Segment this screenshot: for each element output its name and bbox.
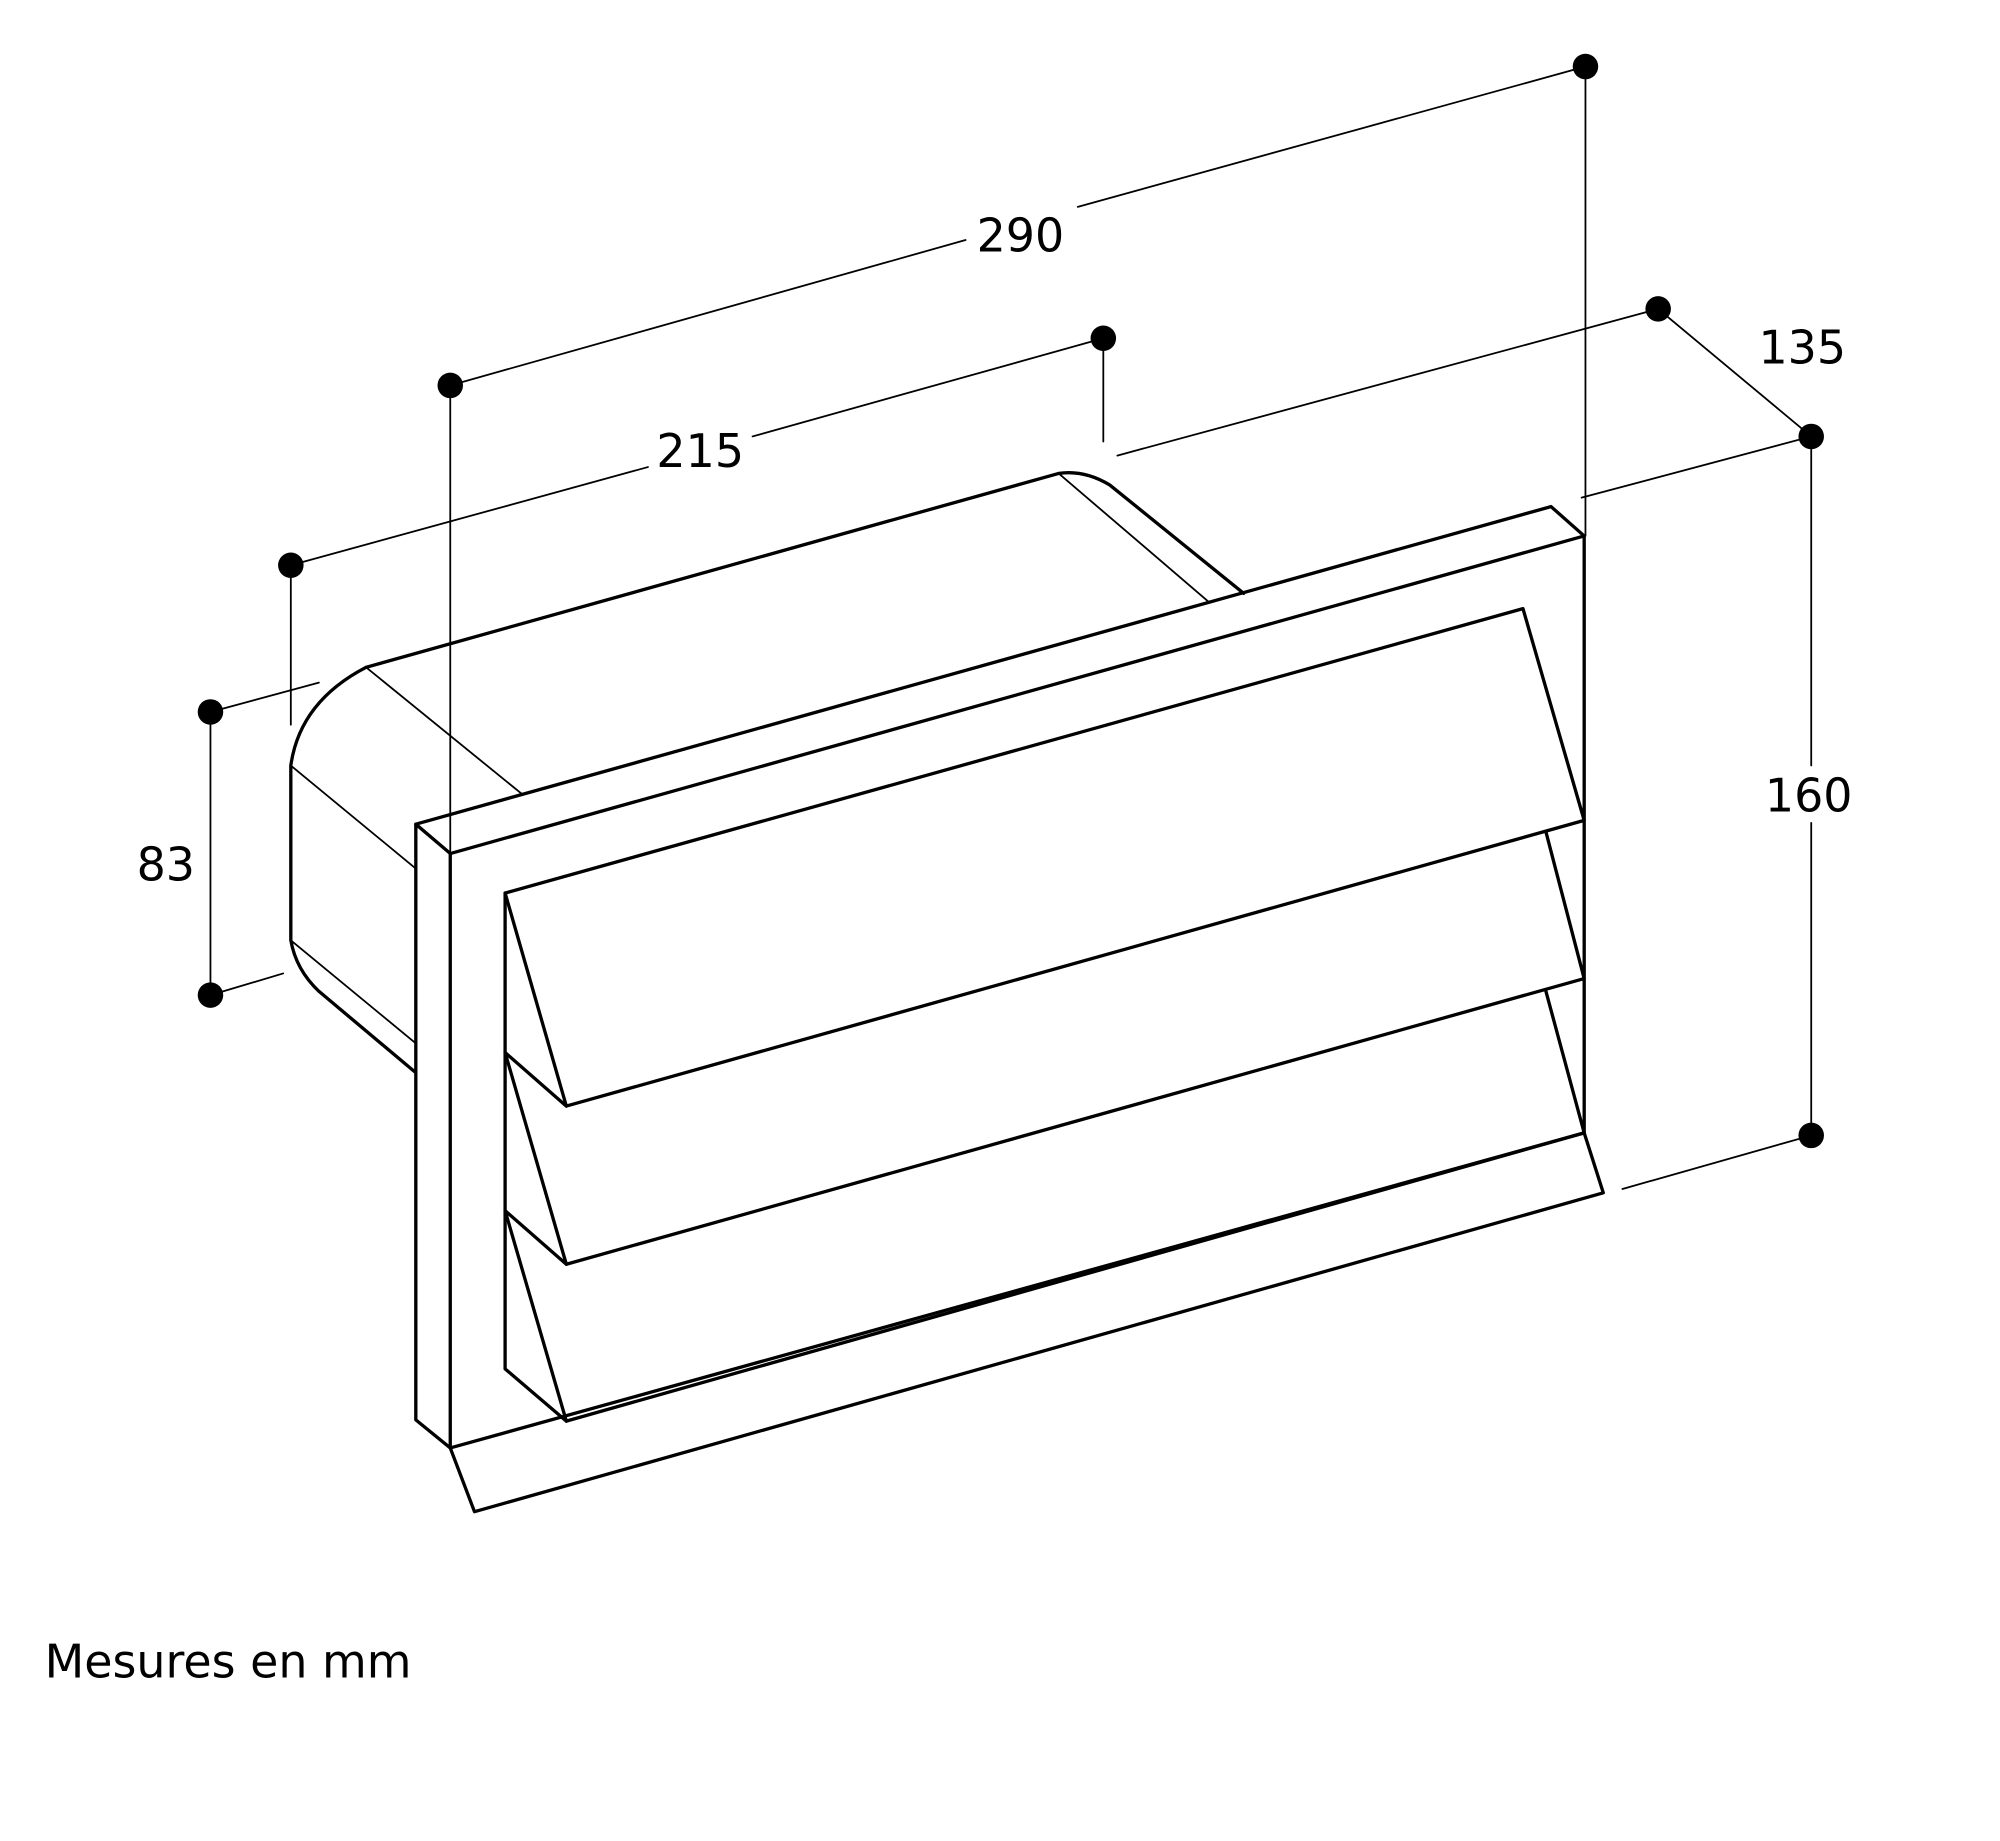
duct-body	[289, 471, 1246, 1074]
dimension-label-290: 290	[977, 208, 1065, 262]
dimension-label-135: 135	[1758, 321, 1846, 375]
front-frame	[414, 504, 1605, 1514]
dimension-label-160: 160	[1765, 768, 1853, 822]
dimension-lines	[209, 65, 1813, 1443]
units-caption: Mesures en mm	[45, 1635, 412, 1689]
dimension-dots	[197, 53, 1824, 1149]
dimension-label-83: 83	[137, 837, 195, 891]
dimension-label-215: 215	[656, 424, 744, 478]
louvre-flaps	[503, 606, 1586, 1423]
